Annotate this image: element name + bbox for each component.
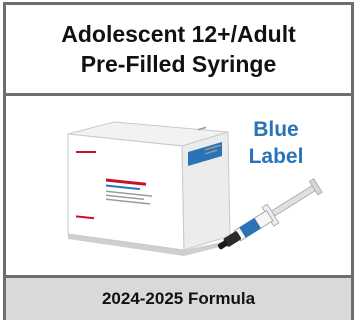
card-footer: 2024-2025 Formula <box>6 275 351 320</box>
vaccine-carton-image <box>67 96 232 256</box>
pre-filled-syringe-image <box>217 178 323 250</box>
header-title-line1: Adolescent 12+/Adult <box>61 21 296 47</box>
label-color-text: Blue Label <box>240 116 312 170</box>
card-header: Adolescent 12+/Adult Pre-Filled Syringe <box>6 5 351 96</box>
product-image-area: Blue Label <box>6 96 351 272</box>
label-line1: Blue <box>253 118 299 141</box>
header-title-line2: Pre-Filled Syringe <box>80 51 277 77</box>
formula-text: 2024-2025 Formula <box>101 289 256 308</box>
product-card: Adolescent 12+/Adult Pre-Filled Syringe <box>3 2 354 320</box>
label-line2: Label <box>248 145 304 168</box>
